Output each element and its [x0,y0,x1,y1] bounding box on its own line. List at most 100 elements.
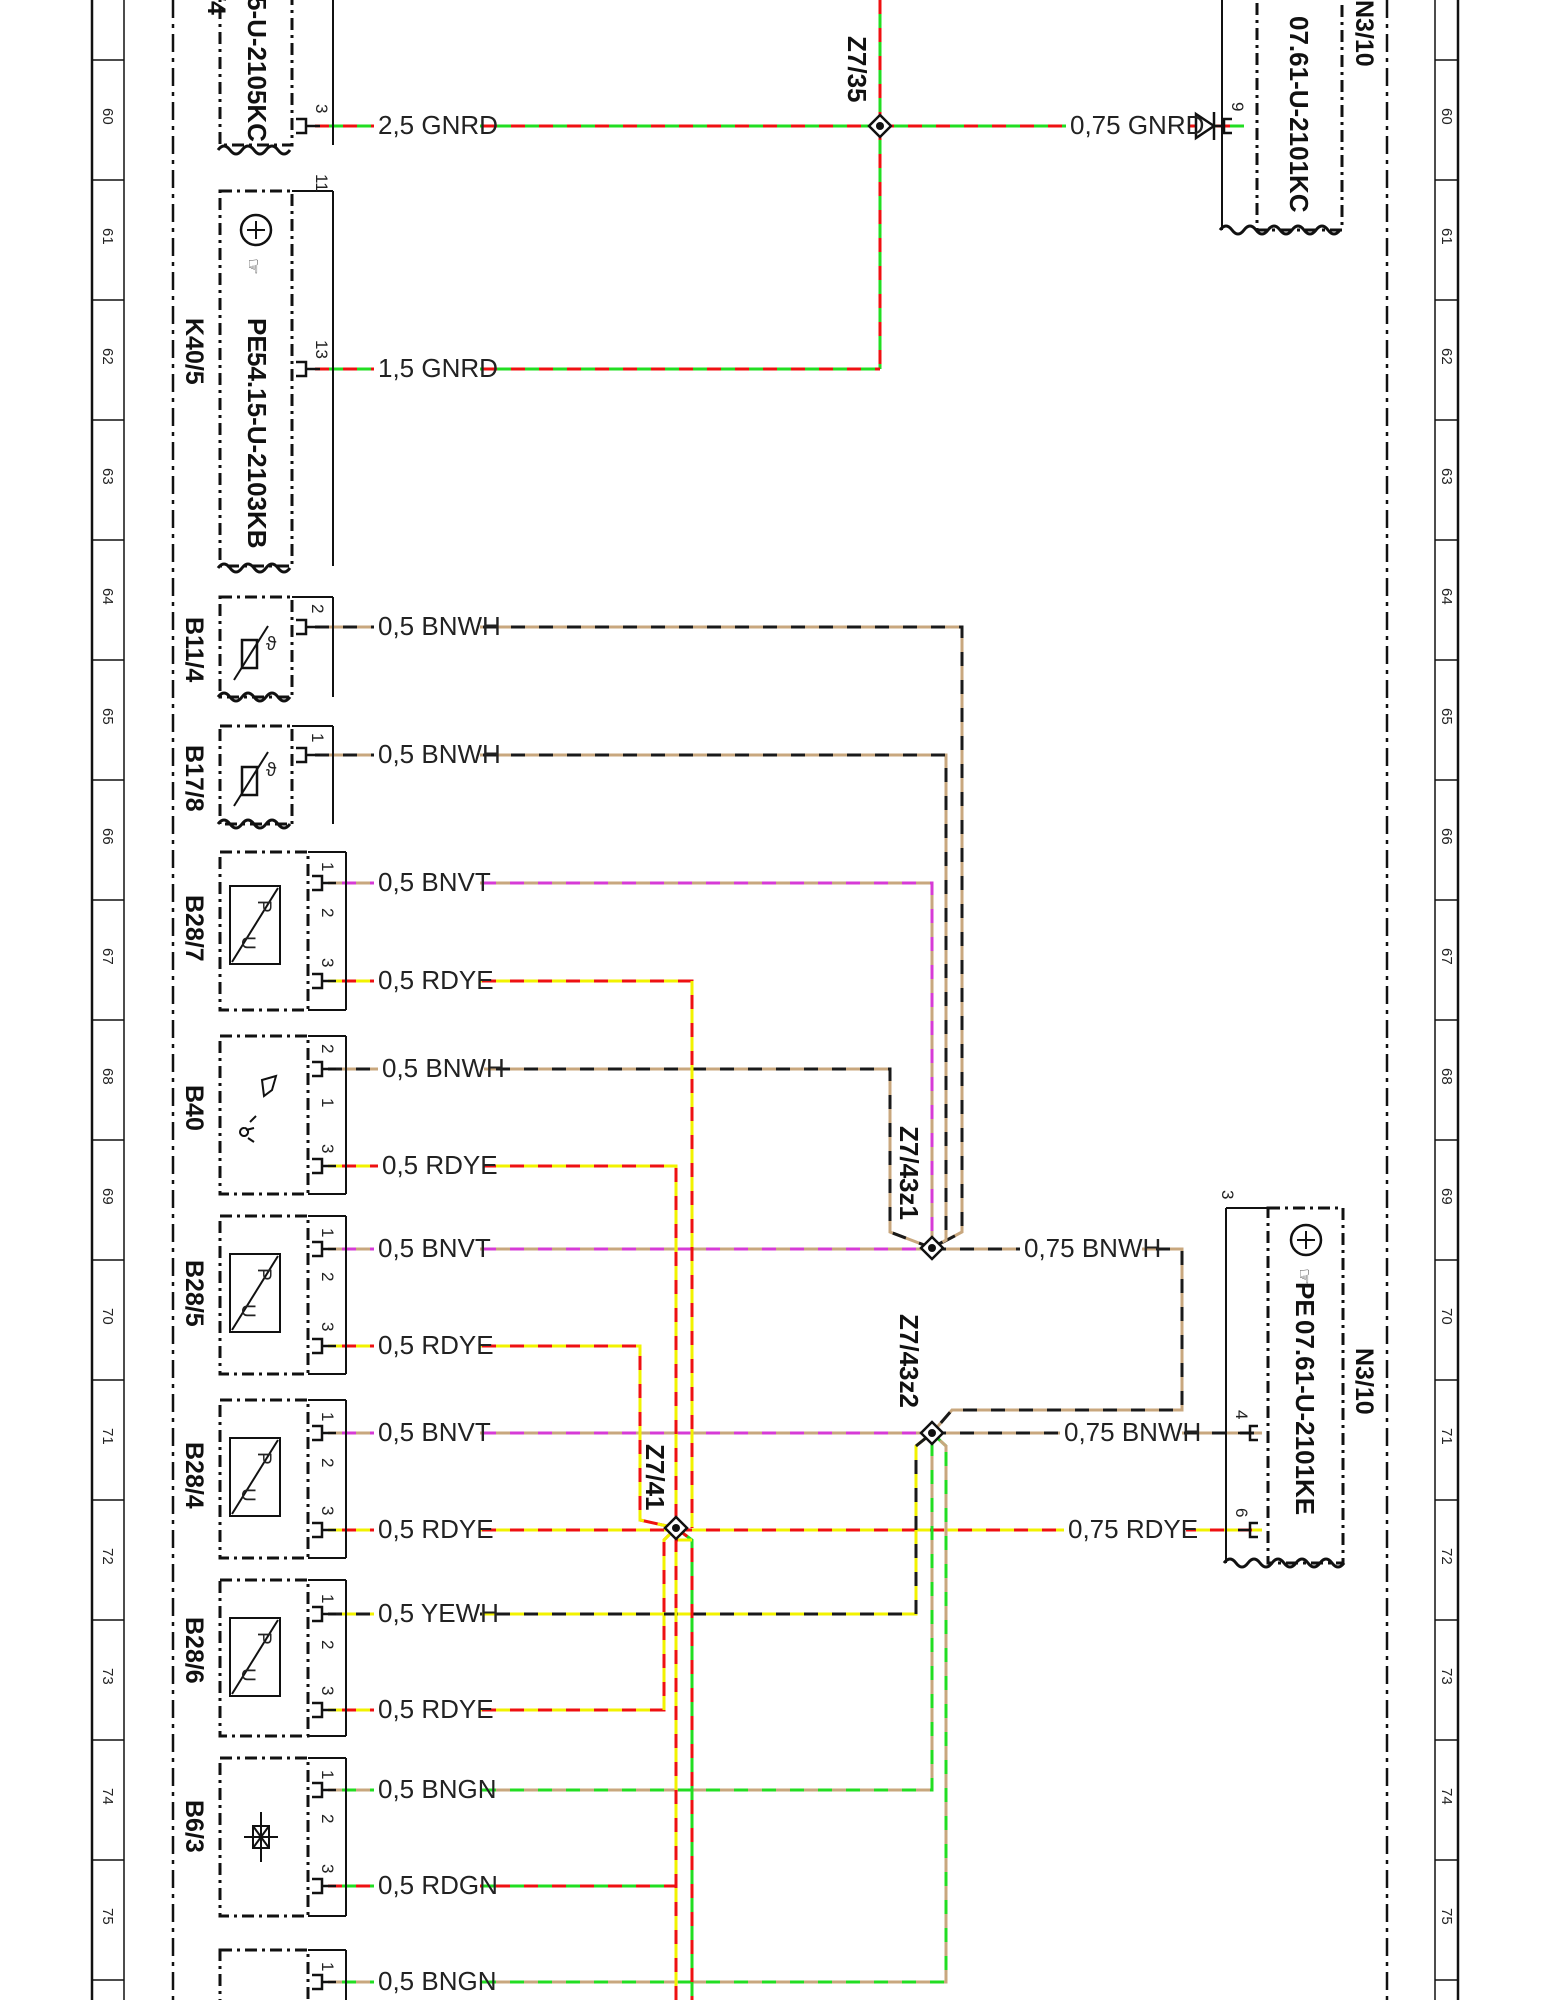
grid-number: 65 [99,708,116,725]
pin-terminal [296,360,320,378]
wire [675,1526,694,2000]
pin-number: 3 [318,1686,337,1695]
pin-terminal [312,1521,336,1539]
grid-number: 72 [1438,1548,1455,1565]
pin-terminal [312,1240,336,1258]
svg-text:P: P [253,900,274,913]
splice-label-z7-43z2: Z7/43z2 [894,1314,924,1408]
svg-text:U: U [237,936,258,950]
component-label: B11/4 [180,617,208,682]
pin-terminal [312,1424,336,1442]
wire-label: 0,5 BNGN [378,1774,497,1804]
grid-number: 69 [99,1188,116,1205]
pin-terminal [312,1060,336,1078]
wire-label: 0,75 RDYE [1068,1514,1198,1544]
component-part-number: 54.15-U-2103KB [242,352,272,549]
wire-label: 1,5 GNRD [378,353,498,383]
component-label: B6/3 [180,1800,208,1853]
grid-number: 60 [99,108,116,125]
wire-label: 0,5 RDYE [378,965,494,995]
pin-terminal [296,618,320,636]
component-k40-5: ☞ K40/5 PE 54.15-U-2103KB 11 13 [180,174,334,574]
connector-label: N3/10 [1350,1348,1378,1415]
wire [674,1538,692,2000]
grid-number: 62 [1438,348,1455,365]
wire-label: 0,5 BNWH [378,611,501,641]
component-label: B28/6 [180,1617,208,1684]
wire-label: 0,5 RDYE [378,1694,494,1724]
component-b28-6: P U B28/6 1 2 3 [180,1578,347,1738]
wire-label: 0,75 BNWH [1024,1233,1161,1263]
grid-number: 60 [1438,108,1455,125]
grid-number: 73 [99,1668,116,1685]
wire-label: 0,5 BNWH [378,739,501,769]
grid-number: 68 [99,1068,116,1085]
grid-number: 66 [1438,828,1455,845]
frame-grid [90,0,1460,2000]
wire-stripe [930,1247,1184,1434]
component-b28-7: P U B28/7 1 2 3 [180,850,347,1012]
pin-number: 1 [318,1770,337,1779]
grid-number: 74 [99,1788,116,1805]
component-prefix: PE [242,318,272,353]
grid-number: 63 [99,468,116,485]
component-b11-4: ϑ B11/4 2 [180,595,334,703]
pin-number: 2 [308,604,327,613]
svg-text:☞: ☞ [242,258,263,275]
pin-number: 2 [318,1640,337,1649]
pin-number: 13 [312,340,331,359]
grid-number: 75 [99,1908,116,1925]
wire-label: 0,5 RDGN [378,1870,498,1900]
component-label: B28/5 [180,1260,208,1327]
pin-number: 2 [318,1814,337,1823]
component-b40: B40 2 1 3 [180,1034,347,1196]
pin-number: 9 [1228,102,1247,111]
splice-label-z7-43z1: Z7/43z1 [894,1126,924,1220]
grid-number: 74 [1438,1788,1455,1805]
component-label: B40 [180,1085,208,1131]
relay-hand-icon: ☞ [1289,1223,1323,1285]
connector-n3-10-ke: ☞ N3/10 PE 07.61-U-2101KE 3 4 6 [1218,1190,1378,1569]
svg-text:U: U [237,1668,258,1682]
pin-terminal [296,117,320,135]
pin-number: 11 [312,174,331,192]
pin-number: 3 [312,104,331,113]
svg-text:ϑ: ϑ [266,634,277,655]
grid-number: 64 [1438,588,1455,605]
grid-number: 66 [99,828,116,845]
pressure-sensor-icon: P U [229,1617,281,1697]
grid-number: 65 [1438,708,1455,725]
component-b17-8: ϑ B17/8 1 [180,724,334,830]
component-partial-bottom: 1 [218,1948,347,2000]
arrow-icon [1194,111,1217,141]
grid-number: 70 [1438,1308,1455,1325]
wire [930,1247,1184,1434]
grid-number: 69 [1438,1188,1455,1205]
grid-number: 73 [1438,1668,1455,1685]
svg-text:U: U [237,1488,258,1502]
pin-terminal [1238,1521,1258,1539]
pin-terminal [312,874,336,892]
svg-text:P: P [253,1268,274,1281]
wire-stripe [328,1431,948,1984]
splice-label-z7-35: Z7/35 [842,36,872,103]
splice-label-z7-41: Z7/41 [640,1444,670,1511]
connector-n3-10-kc: N3/10 07.61-U-2101KC 9 [1218,0,1378,236]
grid-number: 61 [99,228,116,245]
pin-number: 4 [1232,1410,1251,1419]
component-cut-top: /4 5-U-2105KC 3 [202,0,334,156]
grid-number: 67 [99,948,116,965]
wire-label: 0,5 BNGN [378,1966,497,1996]
svg-text:ϑ: ϑ [266,760,277,781]
grid-number: 68 [1438,1068,1455,1085]
wire-label: 0,5 RDYE [378,1514,494,1544]
grid-number: 67 [1438,948,1455,965]
pin-number: 2 [318,1458,337,1467]
pin-terminal [296,746,320,764]
pin-number: 1 [318,1962,337,1971]
grid-number: 61 [1438,228,1455,245]
wire-label: 0,5 RDYE [378,1330,494,1360]
oil-sensor-icon [239,1074,278,1143]
wire-stripe [328,881,934,1248]
